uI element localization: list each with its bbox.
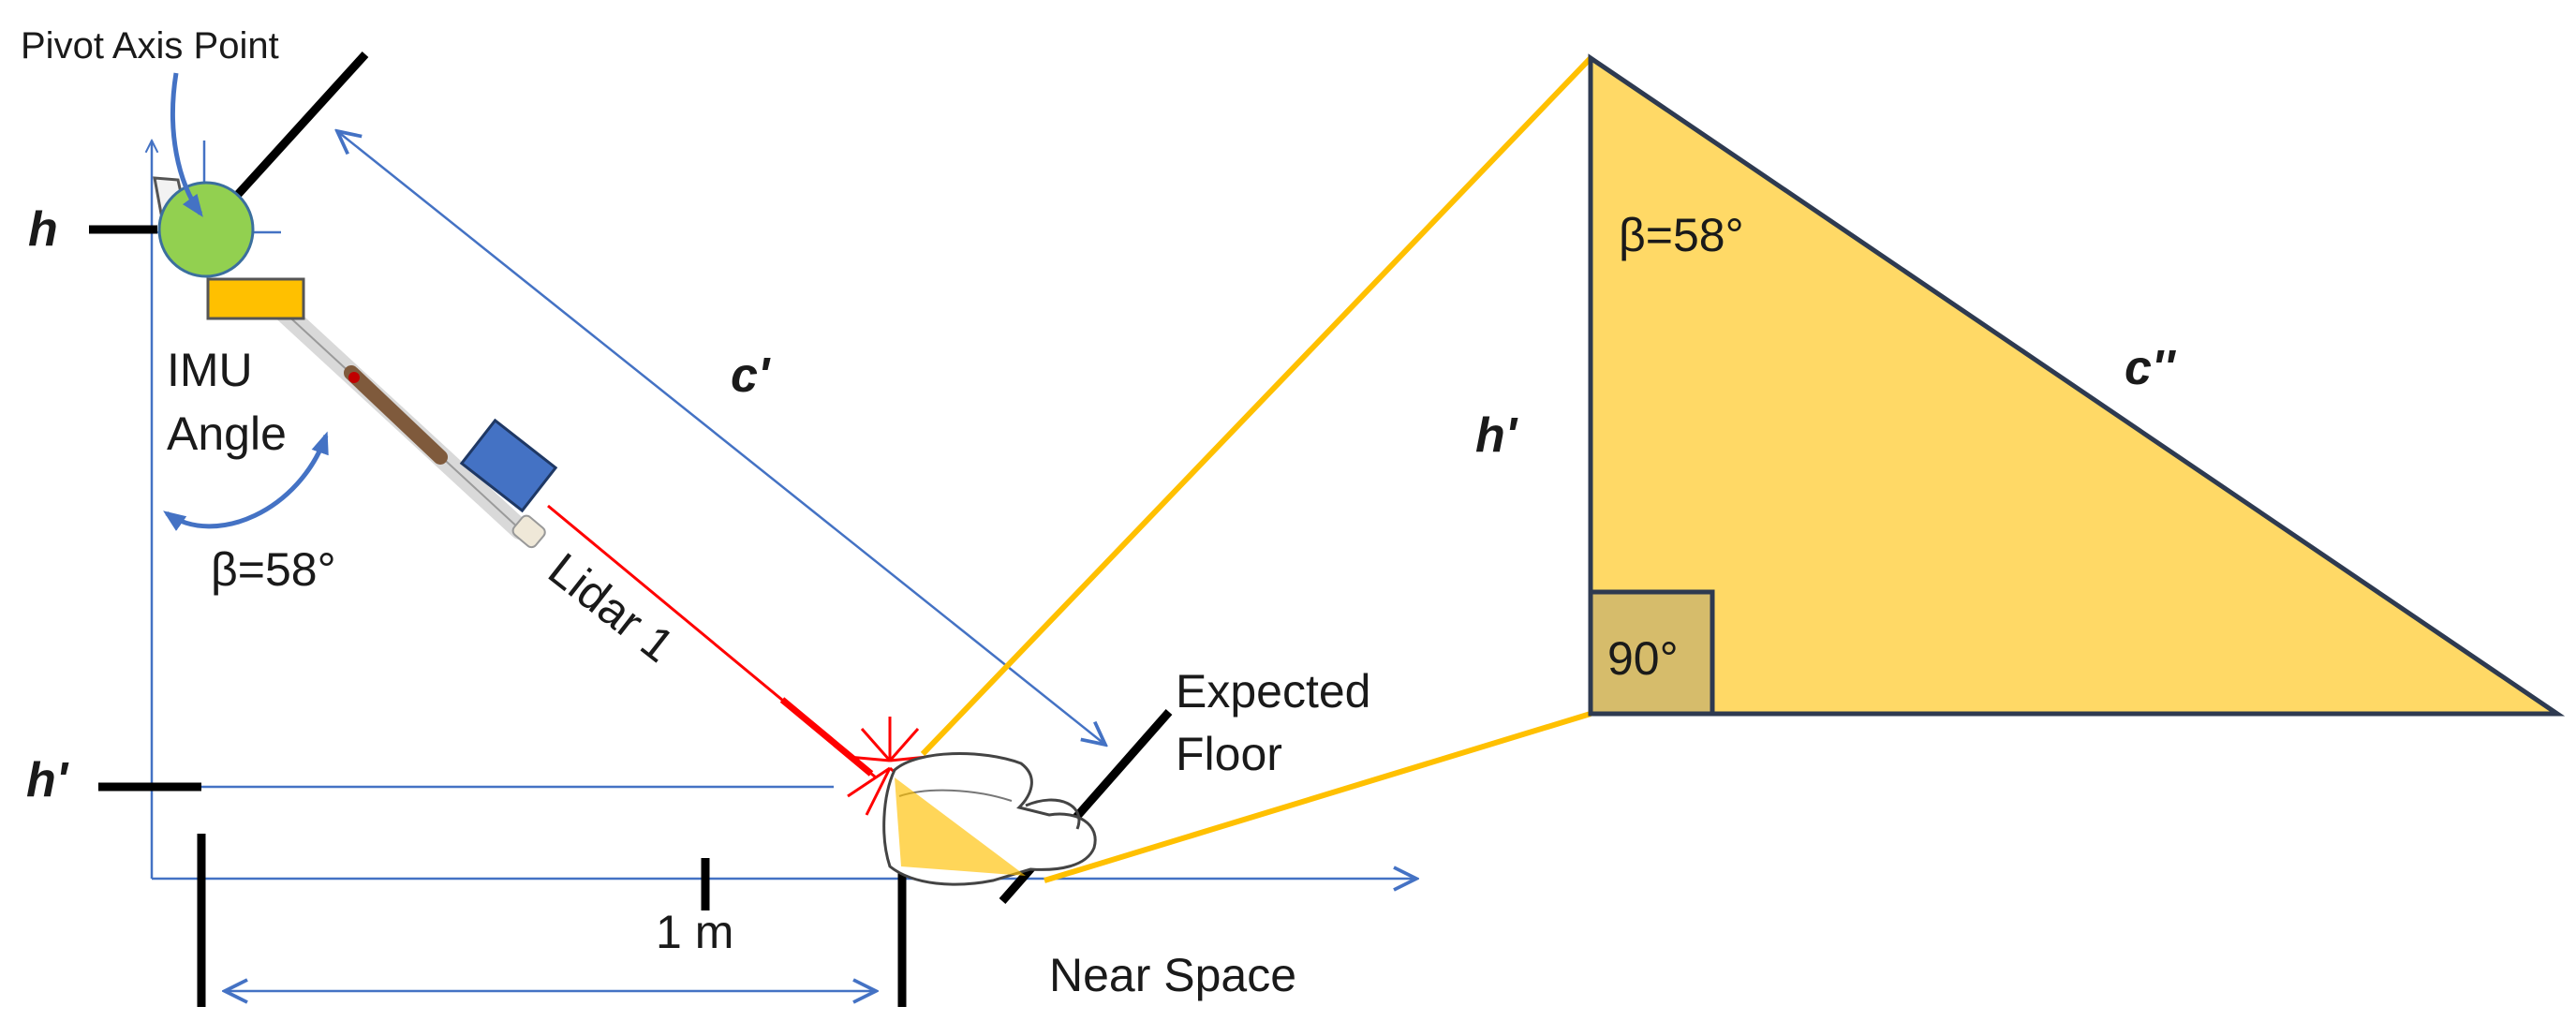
expected-floor-label-line2: Floor (1176, 728, 1282, 780)
imu-box-icon (206, 277, 305, 320)
sensor-arm-brown (344, 365, 448, 465)
arm-red-dot (348, 372, 360, 383)
h-label: h (28, 202, 58, 257)
c-double-prime-label: c'' (2124, 341, 2176, 395)
expected-floor-label-line1: Expected (1176, 665, 1370, 718)
zoom-connector-bottom (1044, 711, 1591, 883)
robot-vacuum-icon (882, 752, 1097, 886)
pivot-axis-point-label: Pivot Axis Point (21, 25, 279, 67)
zoomed-triangle (1588, 53, 2566, 717)
expected-floor-line (999, 709, 1173, 904)
lidar-assembly (153, 72, 558, 549)
c-prime-dimension-arrow (337, 131, 1105, 745)
pivot-pointer-arrow (170, 72, 203, 217)
right-triangle (1588, 53, 2566, 717)
h-prime-left-label: h' (26, 753, 69, 807)
imu-label-line2: Angle (167, 407, 287, 460)
imu-angle-arc (163, 431, 329, 531)
pivot-circle-icon (157, 181, 255, 278)
c-prime-label: c' (731, 348, 771, 403)
right-angle-label: 90° (1607, 632, 1679, 685)
lidar-sensor-icon (459, 418, 558, 513)
imu-label-line1: IMU (167, 344, 253, 396)
lidar-label: Lidar 1 (539, 543, 684, 673)
arm-end-cap (511, 514, 546, 549)
right-angle-box (1588, 589, 1715, 717)
near-space-label: Near Space (1049, 949, 1296, 1001)
beta-left-label: β=58° (211, 543, 336, 596)
one-meter-label: 1 m (656, 906, 733, 958)
laser-beam-head (779, 697, 874, 777)
h-prime-right-label: h' (1475, 408, 1518, 463)
robot-sensor-wedge (895, 777, 1026, 876)
beta-right-label: β=58° (1619, 209, 1744, 261)
zoom-connector-top (920, 55, 1593, 757)
